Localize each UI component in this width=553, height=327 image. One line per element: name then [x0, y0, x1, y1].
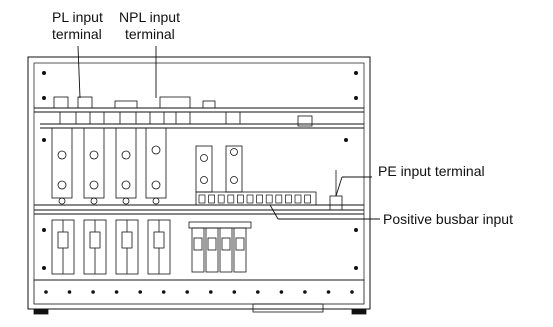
fuse-window — [207, 237, 217, 251]
fuse-window — [235, 237, 245, 251]
pl-input-label-line2: terminal — [52, 26, 102, 42]
busbar-terminal — [294, 194, 302, 204]
busbar-terminal — [285, 194, 292, 204]
leader-lines — [77, 45, 380, 220]
pl-input-label-line1: PL input — [52, 9, 103, 25]
bottom-panel-hole — [279, 290, 284, 294]
bottom-panel-hole — [91, 290, 95, 294]
bottom-panel-hole — [138, 290, 142, 294]
fuse-window — [193, 237, 203, 251]
busbar-terminal — [265, 194, 273, 204]
upper-busbars — [51, 127, 243, 199]
bottom-panel-hole — [114, 290, 119, 294]
npl-input-label-line1: NPL input — [119, 9, 180, 25]
bottom-panel — [33, 279, 365, 305]
bottom-panel-holes — [44, 290, 354, 294]
busbar-terminal — [246, 194, 254, 204]
cabinet-feet — [33, 303, 367, 315]
pe-terminal — [329, 170, 343, 211]
busbar-bolts — [57, 145, 238, 190]
breaker-handle — [121, 231, 133, 249]
busbar-terminal — [237, 194, 244, 204]
bottom-panel-hole — [209, 290, 213, 294]
busbar-terminal — [275, 194, 283, 204]
bottom-panel-hole — [67, 290, 72, 294]
bottom-panel-hole — [303, 290, 307, 294]
busbar-terminal — [256, 194, 263, 204]
bottom-panel-hole — [44, 290, 48, 294]
busbar-terminal — [198, 194, 206, 204]
cabinet-outer-frame — [27, 56, 371, 310]
busbar-terminal — [217, 194, 225, 204]
npl-input-label-line2: terminal — [125, 26, 175, 42]
fuse-top-rail — [188, 221, 252, 229]
breaker-handle — [153, 231, 165, 249]
bottom-panel-hole — [326, 290, 331, 294]
bottom-panel-hole — [232, 290, 237, 294]
breaker-handle — [57, 231, 69, 249]
bottom-panel-hole — [350, 290, 354, 294]
fuse-module-group — [188, 221, 252, 273]
fuse-window — [221, 237, 231, 251]
breaker-group — [51, 219, 171, 275]
bottom-panel-hole — [185, 290, 189, 294]
side-screws — [42, 71, 358, 270]
busbar-terminal — [304, 194, 311, 204]
breaker-handle — [89, 231, 101, 249]
bottom-panel-hole — [161, 290, 166, 294]
lower-round-terminals — [58, 197, 160, 205]
cabinet-inner-frame — [33, 62, 365, 281]
pe-input-label: PE input terminal — [378, 163, 485, 179]
positive-busbar-label: Positive busbar input — [383, 211, 513, 227]
busbar-terminal — [227, 194, 235, 204]
bottom-panel-hole — [255, 290, 260, 294]
busbar-terminals — [198, 194, 311, 204]
top-terminal-blocks — [53, 96, 313, 127]
busbar-terminal — [208, 194, 215, 204]
busbar-terminal-strip — [195, 191, 317, 206]
